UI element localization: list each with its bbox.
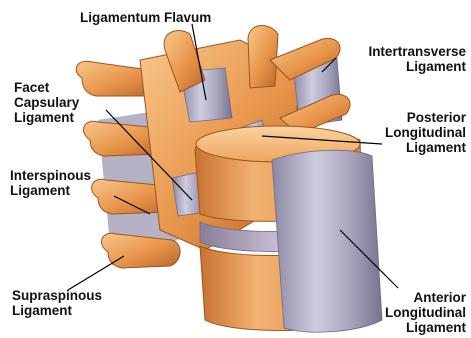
label-interspinous-ligament: Interspinous Ligament — [10, 168, 91, 198]
label-supraspinous-ligament: Supraspinous Ligament — [12, 288, 102, 318]
label-posterior-longitudinal-ligament: Posterior Longitudinal Ligament — [366, 110, 466, 155]
label-ligamentum-flavum: Ligamentum Flavum — [80, 10, 211, 25]
label-intertransverse-ligament: Intertransverse Ligament — [338, 44, 466, 74]
anterior-longitudinal-ligament — [272, 150, 382, 332]
articular-process-right — [248, 25, 278, 88]
label-anterior-longitudinal-ligament: Anterior Longitudinal Ligament — [376, 290, 466, 335]
leader-supraspinous — [68, 256, 124, 290]
label-facet-capsulary-ligament: Facet Capsulary Ligament — [14, 80, 79, 125]
